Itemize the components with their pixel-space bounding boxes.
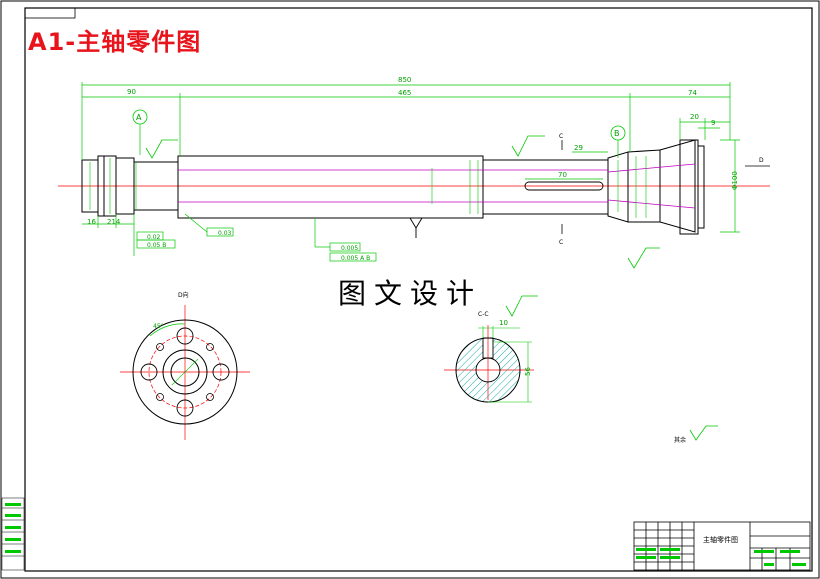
left-strip [1,497,25,571]
datum-b-marker [610,125,626,158]
dim-keyway-offset: 29 [574,144,583,152]
section-cc-title: C-C [478,311,489,318]
datum-a-label: A [136,113,142,122]
keyway-slot [524,181,604,191]
roughness-symbols [145,135,718,441]
dimension-texts: 850 90 465 74 20 9 16 214 70 29 Φ100 [87,76,739,226]
title-block-part-name: 主轴零件图 [703,536,738,544]
tol-text-3: 0.05 B [147,242,166,249]
title-block [633,521,811,571]
top-dimensions [81,82,740,233]
dim-left-span: 90 [127,88,136,96]
roughness-other-note: 其余 [674,436,686,444]
dim-section-height: 56 [524,367,532,376]
cut-c-bottom: C [559,239,563,246]
tol-text-5: 0.005 A B [341,255,370,262]
dim-flange-dia: Φ100 [731,171,739,190]
dim-right-small-1: 20 [690,113,699,121]
bolt-angle: 45° [153,323,164,330]
dim-shoulder-2: 214 [107,218,121,226]
watermark: 图文设计 [338,277,483,310]
dim-keyway-width: 10 [499,319,508,327]
dim-shoulder-1: 16 [87,218,96,226]
tolerance-texts: 0.02 0.05 B 0.03 0.005 0.005 A B [147,230,370,262]
tol-text-1: 0.02 [147,234,161,241]
inner-border [24,7,813,572]
section-cc-view [444,325,534,403]
dim-right-span: 74 [688,89,697,97]
dim-middle-span: 465 [398,89,411,97]
dim-overall-length: 850 [398,76,411,84]
tol-text-2: 0.03 [218,230,232,237]
shaft-outline [81,139,705,235]
tol-text-4: 0.005 [341,245,358,252]
axis-y-marker [409,217,423,238]
dim-keyway-len: 70 [558,171,567,179]
title-block-fills [636,548,806,566]
diameter-marks [89,156,647,218]
tolerance-frames [133,213,377,262]
datum-a-marker [132,109,148,155]
flange-end-view [120,305,250,440]
dim-right-small-2: 9 [711,119,715,127]
drawing-title: A1-主轴零件图 [28,28,202,56]
view-d-mark: D [759,157,764,164]
corner-tag [24,7,76,19]
datum-b-label: B [614,129,620,138]
bore-hidden-lines [178,163,696,209]
cut-c-top: C [559,133,563,140]
view-d-title: D向 [178,291,189,299]
